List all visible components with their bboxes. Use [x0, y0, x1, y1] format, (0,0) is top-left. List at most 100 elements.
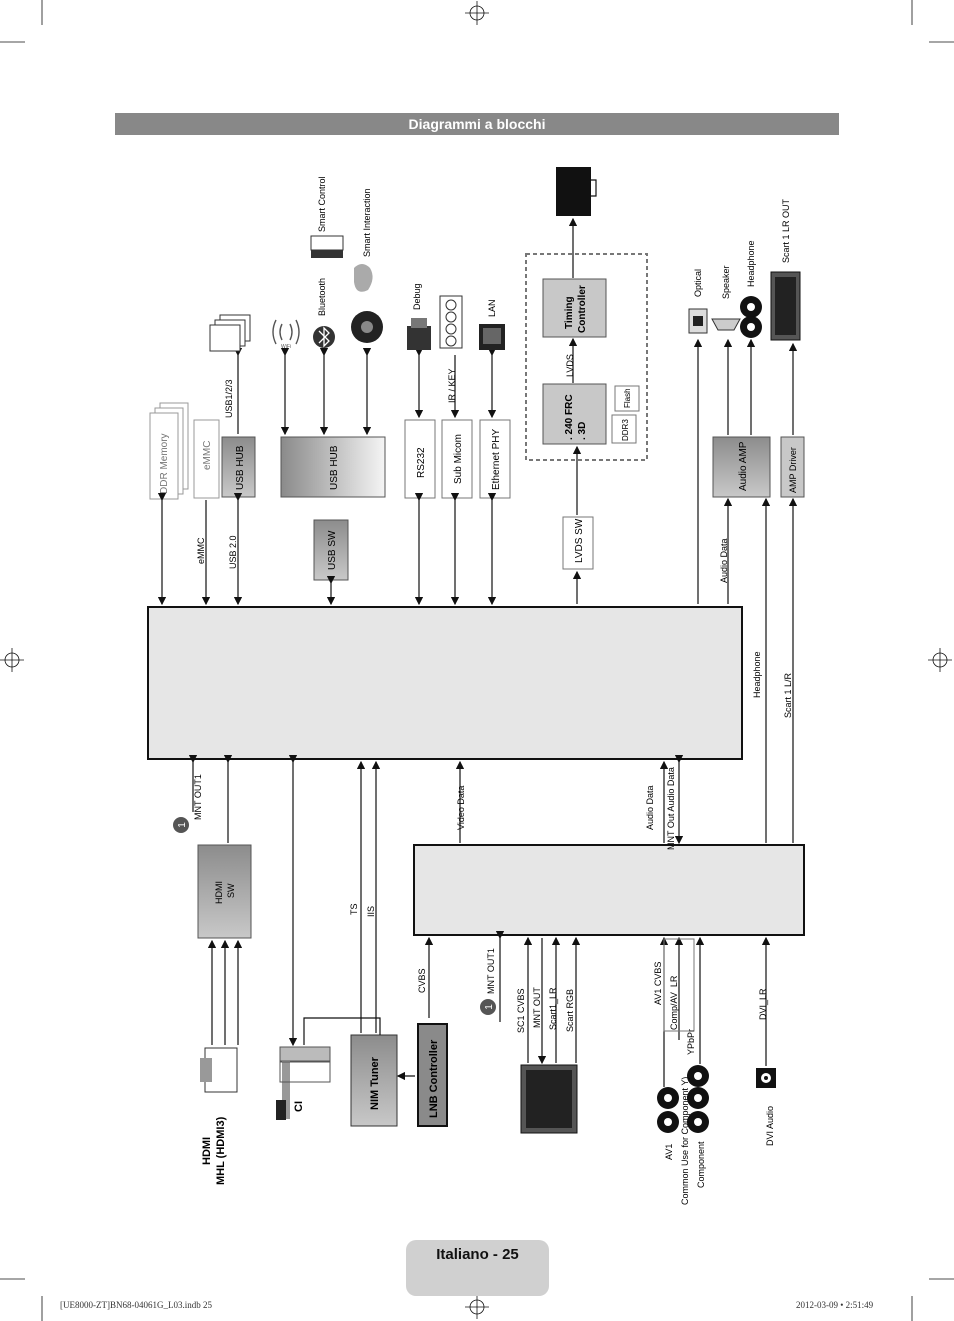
smart-interaction-label: Smart Interaction	[362, 188, 372, 257]
ir-key-icon	[439, 295, 463, 349]
page-title: Diagrammi a blocchi	[408, 116, 546, 132]
scart-out-icon	[770, 271, 801, 341]
ddr-memory-block: DDR Memory	[149, 402, 189, 500]
nim-tuner-label: NIM Tuner	[369, 1056, 381, 1110]
rs232-label: RS232	[416, 447, 427, 478]
speaker-icon	[711, 318, 741, 331]
wifi-icon: WiFi	[272, 319, 300, 350]
timing-controller-block	[542, 278, 607, 338]
ddr3-block	[611, 414, 637, 444]
hdmi-label: HDMI	[201, 1137, 213, 1165]
main-soc-block	[147, 606, 743, 760]
av-component-jacks-icon	[657, 1065, 709, 1133]
av-processor-block	[413, 844, 805, 936]
bluetooth-label: Bluetooth	[317, 278, 327, 316]
debug-label: Debug	[412, 283, 422, 310]
debug-connector-icon	[407, 318, 431, 350]
lvds-label: LVDS	[565, 354, 575, 377]
usb20-label: USB 2.0	[228, 535, 238, 569]
bluetooth-icon	[313, 326, 335, 348]
usb-hub-1-label: USB HUB	[235, 445, 246, 490]
smart-control-icon	[310, 235, 344, 258]
smart-interaction-icon	[351, 264, 383, 343]
video-data-label: Video Data	[456, 786, 466, 830]
scart1-lr-label: Scart1_LR	[548, 987, 558, 1030]
svg-text:1: 1	[177, 822, 188, 828]
scart-rgb-label: Scart RGB	[565, 989, 575, 1032]
frc-label-1: . 240 FRC	[564, 394, 575, 440]
av1-cvbs-label: AV1 CVBS	[653, 962, 663, 1005]
usb123-label: USB1/2/3	[224, 379, 234, 418]
lnb-controller-block	[417, 1023, 448, 1127]
emmc-block-label: eMMC	[202, 441, 213, 470]
optical-port-icon	[688, 308, 708, 334]
ddr-memory-label: DDR Memory	[159, 433, 170, 494]
mnt-out1-bottom-label: MNT OUT1	[486, 948, 496, 994]
ypbpr-label: YPbPr	[686, 1029, 696, 1055]
tv-panel-icon	[556, 167, 591, 216]
mnt-out-audio-label: MNT Out Audio Data	[666, 767, 676, 850]
hdmi-port-icon	[200, 1047, 238, 1093]
ci-slot-icon	[276, 1046, 331, 1120]
page-title-bar: Diagrammi a blocchi	[115, 113, 839, 135]
usb-sw-label: USB SW	[327, 530, 338, 570]
marker-1-bottom: 1	[480, 999, 496, 1015]
headphone-label: Headphone	[746, 240, 756, 287]
ci-label: CI	[293, 1101, 305, 1112]
usb-hub-2-label: USB HUB	[329, 445, 340, 490]
audio-amp-block	[712, 436, 771, 498]
page-number-badge: Italiano - 25	[406, 1240, 549, 1296]
emmc-block	[193, 419, 220, 499]
flash-label: Flash	[623, 388, 632, 408]
lvds-sw-block	[562, 516, 594, 570]
scart-lr-out-label: Scart 1 LR OUT	[781, 198, 791, 263]
sub-micom-label: Sub Micom	[453, 434, 464, 484]
emmc-bus-label: eMMC	[196, 537, 206, 564]
optical-label: Optical	[693, 269, 703, 297]
scart-lr-line-label: Scart 1 L/R	[783, 672, 793, 718]
hdmi-sw-label-2: SW	[226, 883, 236, 898]
rs232-block	[404, 419, 436, 499]
print-timestamp: 2012-03-09 • 2:51:49	[796, 1300, 874, 1310]
headphone-line-label: Headphone	[752, 651, 762, 698]
sub-micom-block	[441, 419, 473, 499]
smart-control-label: Smart Control	[317, 176, 327, 232]
dvi-audio-jack-icon	[756, 1068, 776, 1088]
timing-label-1: Timing	[564, 296, 575, 329]
dvi-lr-label: DVI_LR	[758, 988, 768, 1020]
ethernet-phy-block	[479, 419, 511, 499]
amp-driver-block	[780, 436, 805, 498]
svg-text:1: 1	[484, 1004, 495, 1010]
page-number: Italiano - 25	[436, 1246, 519, 1263]
comp-av-box	[663, 938, 695, 1032]
headphone-jack-icon	[740, 296, 762, 338]
marker-1-top: 1	[173, 817, 189, 833]
usb-hub-1-block	[221, 436, 256, 498]
lan-label: LAN	[487, 299, 497, 317]
common-use-label: Common Use for Component Y)	[680, 1077, 690, 1205]
mhl-label: MHL (HDMI3)	[215, 1116, 227, 1185]
amp-driver-label: AMP Driver	[788, 447, 798, 493]
comp-av-lr-label: Comp/AV_LR	[669, 975, 679, 1030]
usb-sw-block	[313, 519, 349, 581]
file-info: [UE8000-ZT]BN68-04061G_L03.indb 25	[60, 1300, 212, 1310]
component-label: Component	[696, 1141, 706, 1188]
speaker-label: Speaker	[721, 265, 731, 299]
ddr3-label: DDR3	[621, 419, 630, 441]
ethernet-phy-label: Ethernet PHY	[491, 429, 502, 490]
ts-label: TS	[349, 903, 359, 915]
usb-hub-2-block	[280, 436, 386, 498]
frc-label-2: . 3D	[577, 422, 588, 440]
dvi-audio-label: DVI Audio	[765, 1106, 775, 1146]
lan-port-icon	[479, 324, 505, 350]
hdmi-sw-label-1: HDMI	[214, 881, 224, 904]
top-connections	[157, 217, 798, 843]
lnb-controller-label: LNB Controller	[428, 1039, 440, 1118]
ir-key-label: IR / KEY	[447, 368, 457, 403]
hdmi-sw-block	[197, 844, 252, 939]
svg-text:WiFi: WiFi	[281, 344, 291, 350]
scart-in-icon	[520, 1064, 578, 1134]
flash-block	[614, 385, 640, 412]
cvbs-label: CVBS	[417, 968, 427, 993]
